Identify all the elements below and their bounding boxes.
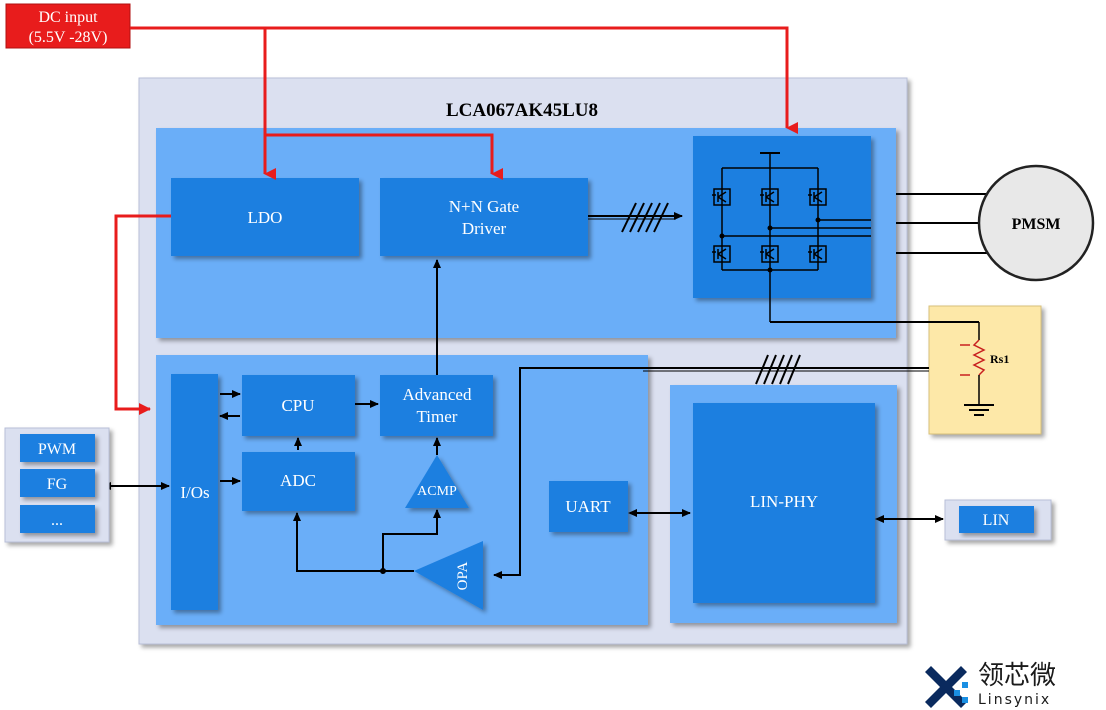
sense-bus-hatch xyxy=(755,354,801,385)
logo-cn: 领芯微 xyxy=(978,661,1056,691)
timer-label-2: Timer xyxy=(417,407,458,426)
motor-label: PMSM xyxy=(1012,216,1061,233)
fg-label: FG xyxy=(47,476,68,493)
gate-driver-block: N+N Gate Driver xyxy=(380,178,588,256)
cpu-label: CPU xyxy=(281,396,314,415)
logo-en: Linsynix xyxy=(978,692,1051,708)
acmp-block: ACMP xyxy=(405,455,469,508)
chip-title: LCA067AK45LU8 xyxy=(446,100,598,121)
more-label: ... xyxy=(51,512,63,529)
shunt-resistor-box: Rs1 xyxy=(770,305,1042,435)
dc-input-label: DC input xyxy=(38,9,98,26)
lin-phy-label: LIN-PHY xyxy=(750,492,818,511)
pwm-label: PWM xyxy=(38,441,76,458)
opa-block: OPA xyxy=(414,541,483,610)
lin-label: LIN xyxy=(983,512,1010,529)
lin-phy-block: LIN-PHY xyxy=(693,403,875,603)
more-pins xyxy=(20,505,95,533)
logo-mark-icon xyxy=(925,666,967,708)
ios-block: I/Os xyxy=(171,374,218,610)
dc-input-range: (5.5V -28V) xyxy=(29,29,108,46)
acmp-label: ACMP xyxy=(417,484,457,499)
uart-block: UART xyxy=(549,481,628,532)
adc-label: ADC xyxy=(280,471,316,490)
gate-driver-label-1: N+N Gate xyxy=(449,197,519,216)
company-logo: 领芯微 Linsynix xyxy=(925,661,1056,708)
dc-input-box: DC input (5.5V -28V) xyxy=(5,3,131,49)
external-io-panel: PWM FG ... xyxy=(4,427,110,543)
timer-label-1: Advanced xyxy=(403,385,472,404)
cpu-block: CPU xyxy=(242,375,355,436)
ldo-label: LDO xyxy=(248,208,283,227)
advanced-timer-block: Advanced Timer xyxy=(380,375,493,436)
gate-bus-hatch xyxy=(621,202,669,233)
gate-driver-label-2: Driver xyxy=(462,219,507,238)
power-bridge-block xyxy=(693,136,871,322)
ios-label: I/Os xyxy=(180,483,209,502)
fg-pin xyxy=(20,469,95,497)
internal-connections xyxy=(102,259,944,572)
lin-port: LIN xyxy=(944,499,1052,541)
pwm-pin xyxy=(20,434,95,462)
pmsm-motor: PMSM xyxy=(977,164,1095,282)
uart-label: UART xyxy=(565,497,611,516)
power-lines xyxy=(114,26,798,415)
adc-block: ADC xyxy=(242,452,355,511)
shunt-label: Rs1 xyxy=(990,352,1009,366)
shunt-sense-line xyxy=(493,367,929,579)
ldo-block: LDO xyxy=(171,178,359,256)
opa-label: OPA xyxy=(455,562,471,591)
